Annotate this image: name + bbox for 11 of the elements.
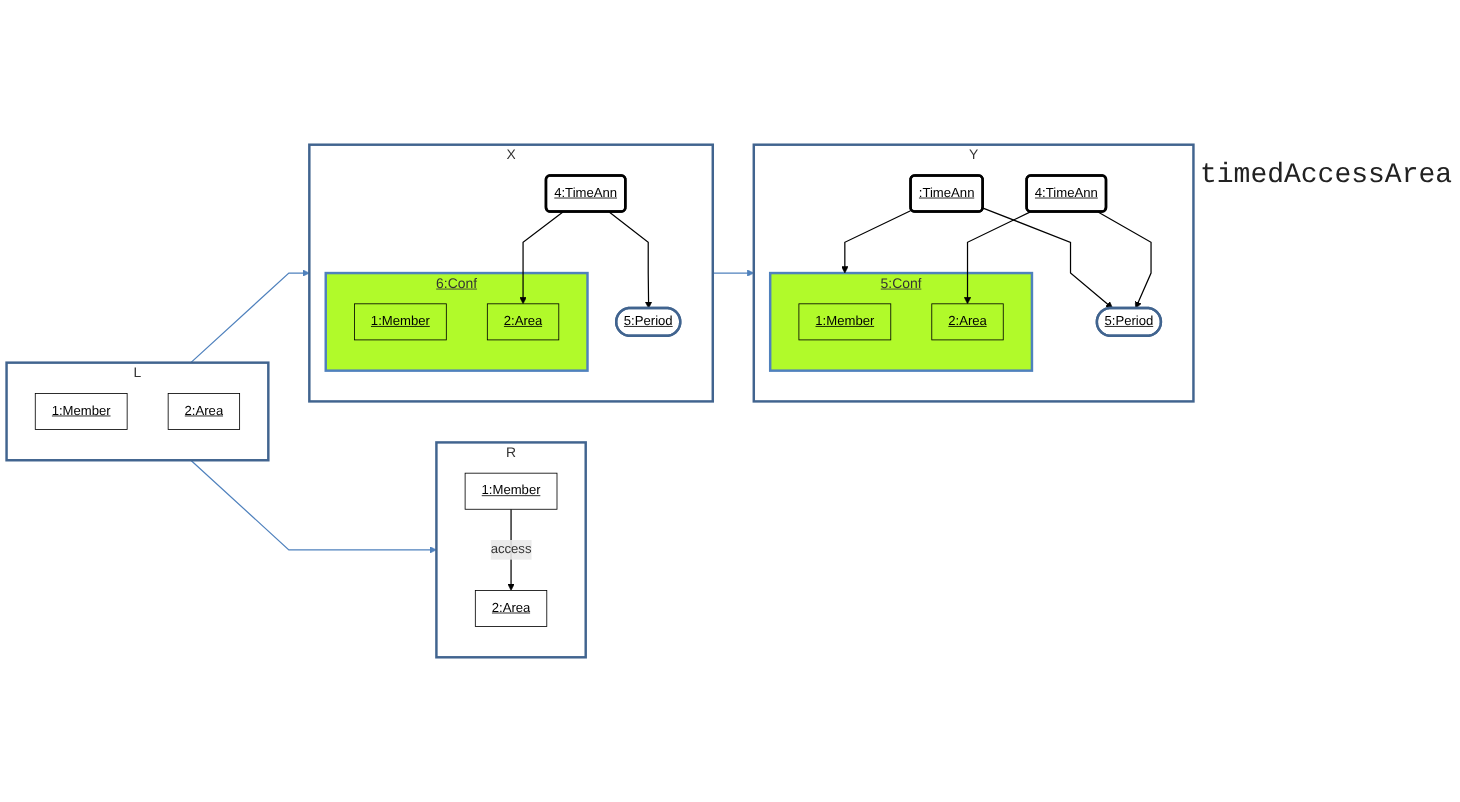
arrow <box>841 210 912 274</box>
arrow <box>963 211 1031 305</box>
arrow <box>190 269 310 364</box>
diagram-label: timedAccessArea <box>1200 160 1455 192</box>
arrow <box>982 207 1113 309</box>
arrow <box>507 508 515 591</box>
arrow <box>608 211 653 309</box>
arrow <box>1097 211 1152 309</box>
arrow <box>712 269 755 277</box>
arrow <box>519 211 564 305</box>
arrow <box>190 459 437 554</box>
